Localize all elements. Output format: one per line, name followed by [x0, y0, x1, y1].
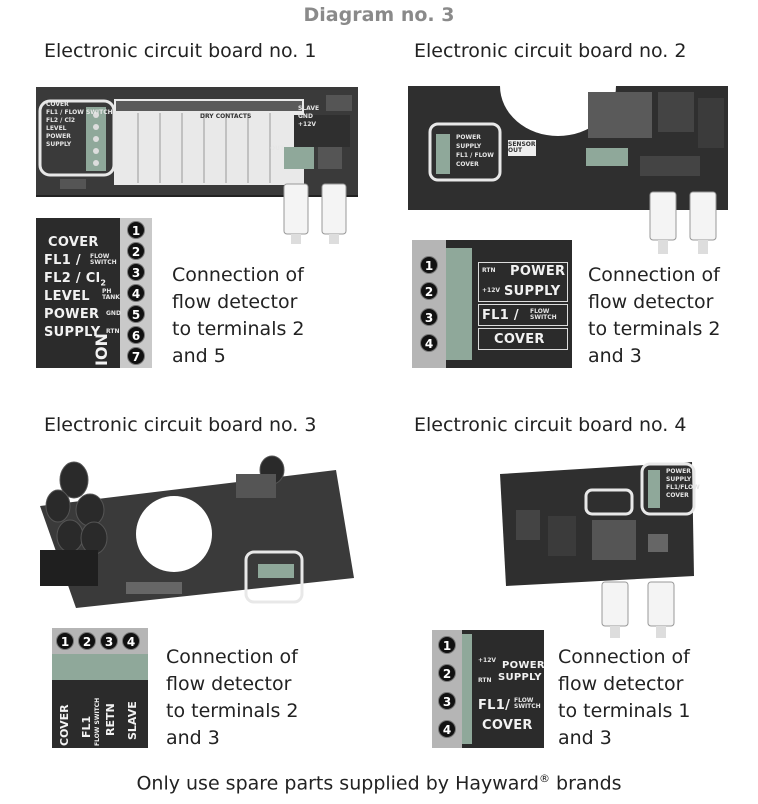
terminal-number-4: 4 — [127, 284, 145, 302]
terminal-number-4: 4 — [420, 334, 438, 352]
terminal-number-1: 1 — [127, 221, 145, 239]
terminal-label-fl1: FL1 — [80, 715, 93, 738]
terminal-label-rtn: RTN — [106, 328, 120, 335]
terminal-label-flow-switch: FLOW SWITCH — [90, 253, 117, 266]
board-2-photo — [408, 86, 728, 210]
terminal-label-retn: RETN — [104, 703, 117, 736]
terminal-number-1: 1 — [56, 632, 74, 650]
board-4-label-power: POWER — [666, 468, 691, 475]
terminal-number-3: 3 — [100, 632, 118, 650]
footer-note: Only use spare parts supplied by Hayward… — [136, 772, 622, 795]
terminal-number-3: 3 — [438, 692, 456, 710]
board-2-connectors — [649, 191, 717, 254]
terminal-label-rtn: RTN — [478, 677, 492, 684]
board-3-caption: Connection of flow detector to terminals… — [166, 646, 299, 749]
board-2-title: Electronic circuit board no. 2 — [414, 40, 687, 62]
terminal-label-cover: COVER — [48, 235, 99, 250]
board-1-title: Electronic circuit board no. 1 — [44, 40, 317, 62]
board-4-connectors — [601, 581, 675, 638]
board-2-terminal-strip: 1 2 3 4 RTN POWER +12V SUPPLY FL1 / FLOW… — [412, 240, 572, 368]
board-1-label-slave: SLAVE — [298, 105, 320, 112]
terminal-label-cover: COVER — [482, 718, 533, 733]
terminal-label-power: POWER — [44, 307, 100, 322]
terminal-number-1: 1 — [420, 256, 438, 274]
terminal-label-cover: COVER — [494, 332, 545, 347]
terminal-label-12v: +12V — [478, 657, 497, 664]
terminal-number-6: 6 — [127, 326, 145, 344]
terminal-label-flow-switch: FLOW SWITCH — [514, 697, 541, 710]
board-4-label-fl1: FL1/FLOW — [666, 484, 700, 491]
board-1-label-fl1: FL1 / FLOW SWITCH — [46, 109, 113, 116]
board-2-label-sensor-out: SENSOR OUT — [508, 141, 536, 154]
terminal-label-fl1: FL1/ — [478, 698, 511, 713]
terminal-number-2: 2 — [78, 632, 96, 650]
board-1-label-fl2: FL2 / Cl2 — [46, 117, 76, 124]
terminal-label-supply: SUPPLY — [498, 672, 542, 683]
terminal-label-level: LEVEL — [44, 289, 90, 304]
diagram-title: Diagram no. 3 — [303, 4, 455, 26]
board-4-title: Electronic circuit board no. 4 — [414, 414, 687, 436]
board-1-label-power: POWER — [46, 133, 71, 140]
board-2-label-supply: SUPPLY — [456, 143, 482, 150]
board-1-label-out: OUT — [270, 145, 285, 152]
terminal-number-7: 7 — [127, 347, 145, 365]
board-3-terminal-strip: 1 2 3 4 COVER FL1 FLOW SWITCH RETN SLAVE — [52, 628, 148, 748]
board-1-label-gnd: GND — [298, 113, 313, 120]
board-4-label-supply: SUPPLY — [666, 476, 692, 483]
board-4-terminal-strip: 1 2 3 4 +12V POWER RTN SUPPLY FL1/ FLOW … — [432, 630, 544, 748]
terminal-label-supply: SUPPLY — [504, 284, 561, 299]
board-1-label-level: LEVEL — [46, 125, 67, 132]
terminal-number-2: 2 — [420, 282, 438, 300]
board-2-label-fl1: FL1 / FLOW — [456, 152, 494, 159]
board-2-label-power: POWER — [456, 134, 481, 141]
terminal-label-fl2: FL2 / Cl2 — [44, 271, 107, 288]
terminal-number-3: 3 — [127, 263, 145, 281]
board-1-photo — [36, 87, 358, 197]
terminal-label-fl1: FL1 / — [44, 253, 81, 268]
terminal-label-12v: +12V — [482, 287, 501, 294]
board-2-label-cover: COVER — [456, 161, 479, 168]
board-3-photo — [40, 455, 354, 608]
board-1-caption: Connection of flow detector to terminals… — [172, 264, 305, 367]
terminal-label-rtn: RTN — [482, 267, 496, 274]
terminal-label-supply: SUPPLY — [44, 325, 101, 340]
board-1-label-supply: SUPPLY — [46, 141, 72, 148]
board-1-terminal-strip: 1 2 3 4 5 6 7 COVER FL1 / FLOW SWITCH FL… — [36, 218, 152, 368]
board-1-label-12v: +12V — [298, 121, 317, 128]
terminal-number-4: 4 — [438, 720, 456, 738]
board-4-label-cover: COVER — [666, 492, 689, 499]
terminal-number-4: 4 — [122, 632, 140, 650]
board-4-photo — [500, 462, 696, 586]
terminal-label-power: POWER — [502, 660, 544, 671]
board-1-label-dry-contacts: DRY CONTACTS — [200, 113, 252, 120]
terminal-label-gnd: GND — [106, 310, 121, 317]
board-4-caption: Connection of flow detector to terminals… — [558, 646, 691, 749]
terminal-label-ph-tank: PH TANK — [102, 288, 120, 301]
board-1-label-cover: COVER — [46, 101, 69, 108]
terminal-label-slave: SLAVE — [126, 701, 139, 740]
terminal-label-power: POWER — [510, 264, 566, 279]
terminal-label-edge: ION — [92, 333, 111, 366]
terminal-number-3: 3 — [420, 308, 438, 326]
terminal-number-1: 1 — [438, 636, 456, 654]
board-3-title: Electronic circuit board no. 3 — [44, 414, 317, 436]
terminal-number-5: 5 — [127, 305, 145, 323]
terminal-label-flow-switch: FLOW SWITCH — [94, 697, 101, 746]
terminal-number-2: 2 — [438, 664, 456, 682]
terminal-label-fl1: FL1 / — [482, 308, 519, 323]
terminal-number-2: 2 — [127, 242, 145, 260]
terminal-label-flow-switch: FLOW SWITCH — [530, 308, 557, 321]
terminal-label-cover: COVER — [58, 704, 71, 746]
board-1-connectors — [283, 183, 347, 244]
board-2-caption: Connection of flow detector to terminals… — [588, 264, 721, 367]
